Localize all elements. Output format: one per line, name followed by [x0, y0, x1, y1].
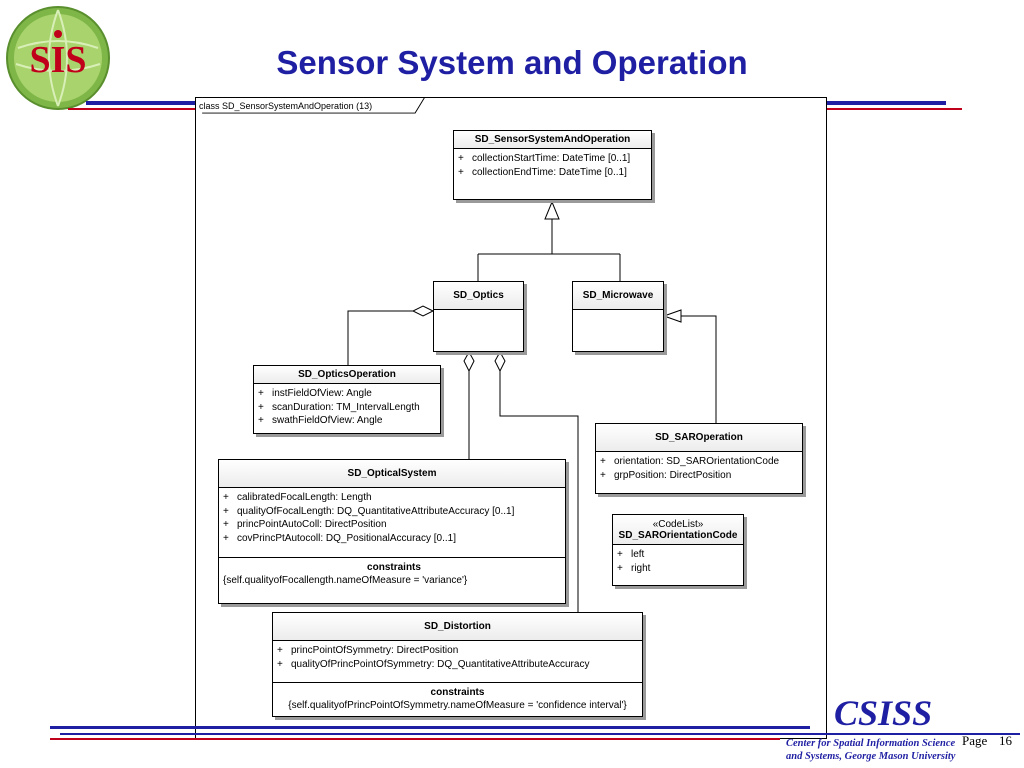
attribute-row: +instFieldOfView: Angle	[258, 388, 372, 399]
bottom-rule-red	[50, 738, 780, 740]
generalization-arrowhead	[662, 309, 682, 323]
aggregation-line	[347, 310, 413, 365]
page-number: 16	[999, 733, 1012, 748]
aggregation-diamond	[411, 305, 435, 317]
class-attributes: +princPointOfSymmetry: DirectPosition +q…	[273, 641, 642, 682]
attribute-row: +qualityOfFocalLength: DQ_QuantitativeAt…	[223, 505, 515, 517]
organization-name-line2: and Systems, George Mason University	[786, 751, 956, 762]
attribute-row: +princPointOfSymmetry: DirectPosition	[277, 645, 459, 656]
class-sd-sar-orientation-code[interactable]: «CodeList» SD_SAROrientationCode +left +…	[612, 514, 744, 586]
class-sd-optical-system[interactable]: SD_OpticalSystem +calibratedFocalLength:…	[218, 459, 566, 604]
constraints-compartment: constraints {self.qualityofFocallength.n…	[219, 557, 565, 587]
attribute-row: +princPointAutoColl: DirectPosition	[223, 519, 387, 530]
class-name: SD_SensorSystemAndOperation	[454, 131, 651, 149]
attribute-row: +grpPosition: DirectPosition	[600, 469, 732, 481]
attribute-row: +covPrincPtAutocoll: DQ_PositionalAccura…	[223, 532, 456, 544]
class-attributes: +calibratedFocalLength: Length +qualityO…	[219, 488, 565, 557]
class-sd-microwave[interactable]: SD_Microwave	[572, 281, 664, 352]
generalization-arrowhead	[544, 200, 560, 220]
constraint-text: {self.qualityofFocallength.nameOfMeasure…	[223, 575, 468, 586]
class-name: SD_Optics	[434, 282, 523, 310]
generalization-line	[681, 315, 717, 423]
class-name: «CodeList» SD_SAROrientationCode	[613, 515, 743, 545]
page-label: Page	[962, 733, 988, 748]
class-name: SD_SAROperation	[596, 424, 802, 452]
attribute-row: +collectionEndTime: DateTime [0..1]	[458, 166, 627, 178]
bottom-rule-blue	[50, 726, 810, 729]
class-sd-optics-operation[interactable]: SD_OpticsOperation +instFieldOfView: Ang…	[253, 365, 441, 434]
class-attributes: +instFieldOfView: Angle +scanDuration: T…	[254, 384, 440, 430]
sis-logo: SIS	[6, 6, 110, 110]
aggregation-diamond	[494, 350, 506, 373]
attribute-row: +swathFieldOfView: Angle	[258, 415, 383, 426]
class-sd-sar-operation[interactable]: SD_SAROperation +orientation: SD_SAROrie…	[595, 423, 803, 494]
class-name: SD_OpticsOperation	[254, 366, 440, 384]
attribute-row: +collectionStartTime: DateTime [0..1]	[458, 153, 631, 164]
aggregation-line	[499, 371, 579, 612]
slide-title: Sensor System and Operation	[276, 44, 748, 81]
class-name: SD_OpticalSystem	[219, 460, 565, 488]
class-name: SD_Microwave	[573, 282, 663, 310]
class-sd-distortion[interactable]: SD_Distortion +princPointOfSymmetry: Dir…	[272, 612, 643, 717]
csiss-logo: CSISS	[834, 693, 933, 733]
attribute-row: +right	[617, 562, 651, 574]
class-attributes: +orientation: SD_SAROrientationCode +grp…	[596, 452, 802, 484]
diagram-frame-label: class SD_SensorSystemAndOperation (13)	[199, 101, 373, 111]
class-attributes: +left +right	[613, 545, 743, 577]
attribute-row: +qualityOfPrincPointOfSymmetry: DQ_Quant…	[277, 658, 590, 670]
class-stereotype: «CodeList»	[652, 519, 704, 530]
aggregation-diamond	[463, 350, 475, 373]
organization-name-line1: Center for Spatial Information Science	[786, 738, 956, 749]
attribute-row: +calibratedFocalLength: Length	[223, 492, 372, 503]
class-name: SD_Distortion	[273, 613, 642, 641]
attribute-row: +left	[617, 549, 645, 560]
bottom-rule-blue-2	[60, 733, 1020, 735]
class-sd-optics[interactable]: SD_Optics	[433, 281, 524, 352]
diagram-frame-tab	[202, 97, 426, 114]
attribute-row: +orientation: SD_SAROrientationCode	[600, 456, 780, 467]
constraint-text: {self.qualityofPrincPointOfSymmetry.name…	[288, 700, 627, 711]
constraints-title: constraints	[367, 562, 421, 573]
sis-logo-text: SIS	[29, 39, 86, 81]
class-attributes: +collectionStartTime: DateTime [0..1] +c…	[454, 149, 651, 181]
constraints-compartment: constraints {self.qualityofPrincPointOfS…	[273, 682, 642, 712]
constraints-title: constraints	[430, 687, 485, 698]
class-sd-sensor-system-and-operation[interactable]: SD_SensorSystemAndOperation +collectionS…	[453, 130, 652, 200]
attribute-row: +scanDuration: TM_IntervalLength	[258, 401, 420, 413]
